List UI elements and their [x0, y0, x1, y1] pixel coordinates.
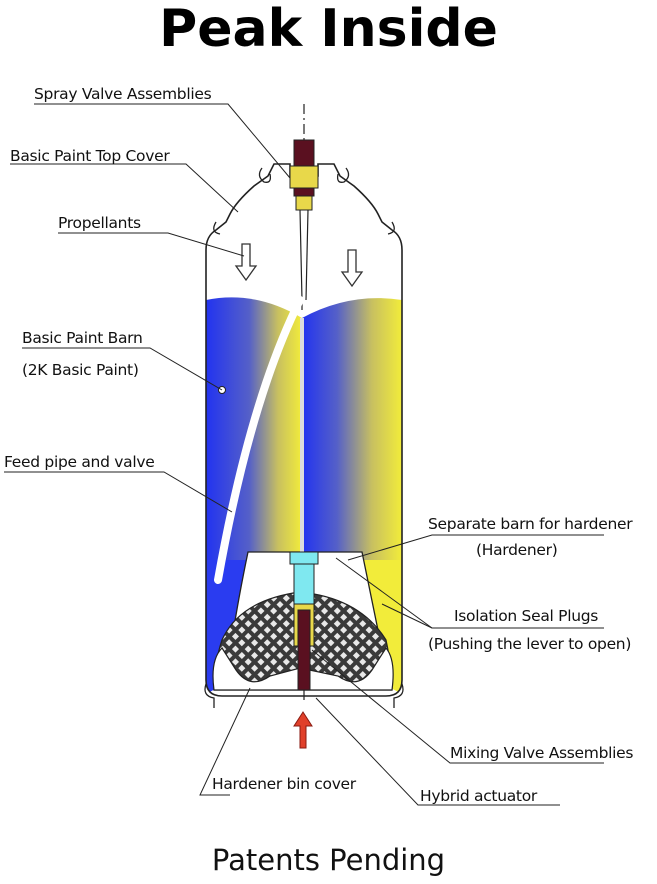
- can-outline: [205, 163, 403, 697]
- label-hardener-barn-sub: (Hardener): [476, 541, 558, 559]
- label-hardener-barn: Separate barn for hardener: [428, 515, 633, 533]
- isolation-seal-plug: [293, 563, 315, 609]
- push-arrow: [293, 711, 313, 749]
- label-feed-pipe: Feed pipe and valve: [4, 453, 155, 471]
- label-isolation-sub: (Pushing the lever to open): [428, 635, 632, 653]
- propellant-arrows: [234, 243, 364, 288]
- page-title: Peak Inside: [159, 0, 498, 59]
- feed-pipe: [214, 296, 304, 584]
- label-top-cover: Basic Paint Top Cover: [10, 147, 170, 165]
- label-paint-barn-sub: (2K Basic Paint): [22, 361, 139, 379]
- label-mixing-valve: Mixing Valve Assemblies: [450, 744, 634, 762]
- label-actuator: Hybrid actuator: [420, 787, 537, 805]
- label-spray-valve: Spray Valve Assemblies: [34, 85, 212, 103]
- label-propellants: Propellants: [58, 214, 141, 232]
- hybrid-actuator: [297, 609, 311, 691]
- label-isolation: Isolation Seal Plugs: [454, 607, 599, 625]
- label-paint-barn: Basic Paint Barn: [22, 329, 143, 347]
- footer-text: Patents Pending: [211, 843, 446, 877]
- label-hardener-cover: Hardener bin cover: [212, 775, 356, 793]
- leader-lines: [4, 103, 604, 806]
